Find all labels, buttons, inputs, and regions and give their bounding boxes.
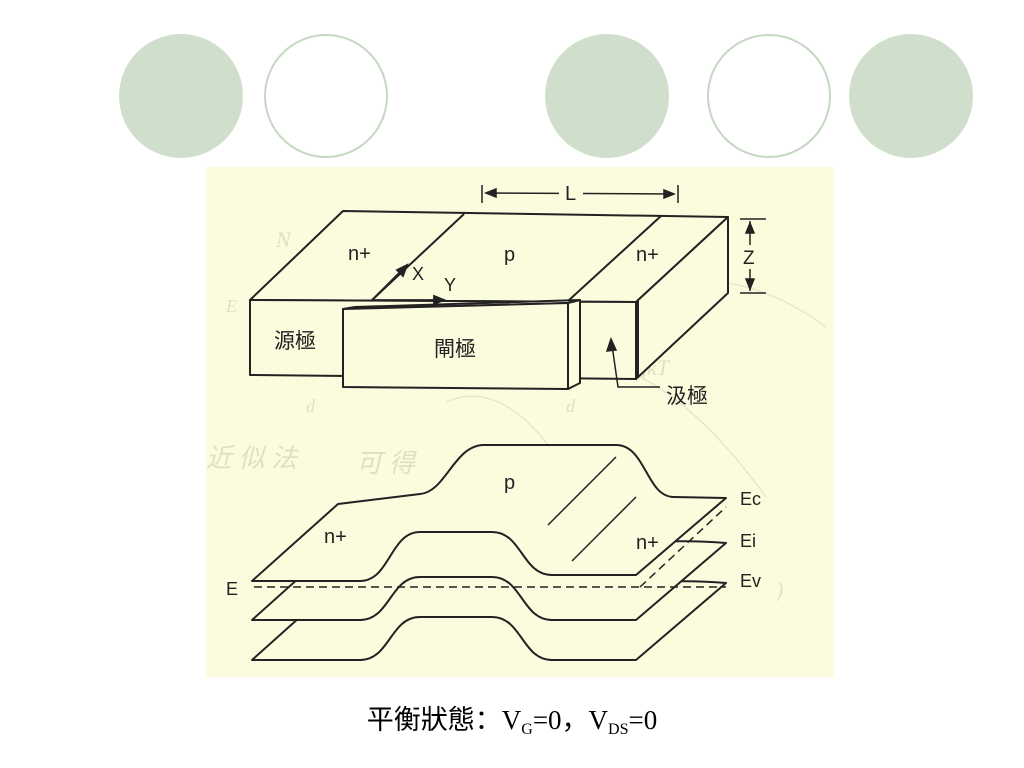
channel-region-label: p [504, 244, 515, 266]
source-region-label: n+ [348, 243, 371, 265]
svg-text:近 似 法: 近 似 法 [206, 444, 299, 473]
drain-region-label: n+ [636, 244, 659, 266]
fermi-level-line-right [639, 506, 727, 588]
caption-vg-equals: =0，V [532, 705, 609, 735]
svg-text:d: d [306, 396, 316, 416]
y-axis-label: Y [444, 275, 456, 295]
ec-label: Ec [740, 489, 761, 509]
length-label: L [565, 183, 576, 205]
caption-vg-subscript: G [521, 721, 533, 738]
gate-electrode-label: 閘極 [434, 337, 476, 361]
device-right-face [635, 216, 729, 380]
caption-prefix: 平衡狀態：V [366, 705, 522, 735]
gate-side-face [567, 299, 581, 390]
band-right-region-label: n+ [636, 532, 659, 554]
svg-text:E: E [225, 296, 237, 316]
decorative-circle-4 [707, 34, 831, 158]
ev-label: Ev [740, 571, 761, 591]
caption-vds-subscript: DS [608, 721, 629, 738]
length-label-bg [559, 181, 583, 205]
width-label-bg [740, 245, 762, 269]
svg-text:d: d [566, 396, 576, 416]
drain-junction-line [567, 215, 662, 302]
fermi-level-label: E [226, 579, 238, 599]
axis-arrows [371, 263, 447, 306]
svg-text:): ) [774, 577, 783, 602]
ei-label: Ei [740, 531, 756, 551]
source-electrode-label: 源極 [274, 329, 316, 353]
caption-vds-equals: =0 [628, 705, 658, 735]
svg-text:可 得: 可 得 [356, 449, 418, 478]
figure-caption: 平衡狀態：VG=0，VDS=0 [0, 698, 1024, 739]
drain-electrode-label: 汲極 [666, 384, 708, 408]
band-center-region-label: p [504, 472, 515, 494]
decorative-circle-3 [545, 34, 669, 158]
x-axis-label: X [412, 264, 424, 284]
mosfet-diagram-svg: N N n E qkT d d 近 似 法 可 得 n ) [206, 181, 827, 661]
decorative-circle-1 [119, 34, 243, 158]
drain-pointer [605, 336, 660, 388]
device-block [249, 210, 729, 390]
conduction-band-sheet [251, 444, 727, 582]
decorative-circle-2 [264, 34, 388, 158]
decorative-circle-5 [849, 34, 973, 158]
width-label: Z [743, 248, 755, 269]
svg-text:N: N [275, 227, 292, 252]
band-left-region-label: n+ [324, 526, 347, 548]
band-diagram [251, 444, 727, 661]
mosfet-figure: N N n E qkT d d 近 似 法 可 得 n ) [206, 167, 834, 677]
